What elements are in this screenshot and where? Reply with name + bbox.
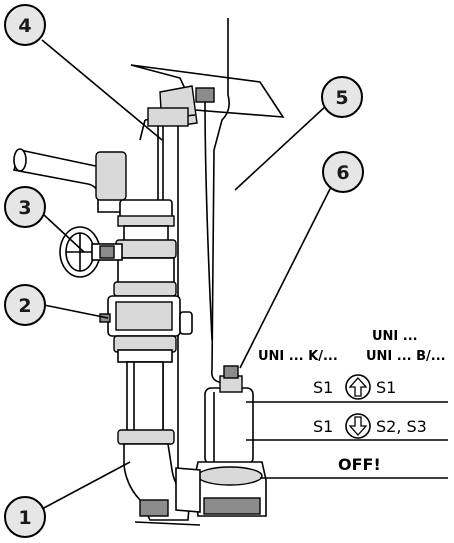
callout-4: 4 <box>4 4 46 46</box>
arrow-up-circle-icon <box>345 374 371 400</box>
s1-on-right-label: S1 <box>376 378 396 397</box>
level-lines <box>246 401 448 479</box>
leader-lines <box>41 39 334 510</box>
duckfoot-bend <box>123 443 201 526</box>
power-cable <box>195 18 231 384</box>
off-label: OFF! <box>338 455 381 474</box>
uni-k-label: UNI ... K/... <box>258 349 338 364</box>
check-valve <box>99 295 193 363</box>
vertical-pipe <box>113 225 177 297</box>
callout-6: 6 <box>322 151 364 193</box>
svg-text:6: 6 <box>336 162 349 184</box>
svg-text:2: 2 <box>18 295 31 317</box>
callout-1: 1 <box>4 496 46 538</box>
discharge-pipe <box>12 148 175 227</box>
s1-off-left-label: S1 <box>313 417 333 436</box>
riser-pipe <box>117 361 175 445</box>
uni-header-label: UNI ... <box>372 329 418 344</box>
arrow-down-circle-icon <box>345 413 371 439</box>
submersible-pump <box>175 365 267 517</box>
s2-s3-label: S2, S3 <box>376 417 427 436</box>
s1-on-left-label: S1 <box>313 378 333 397</box>
callout-2: 2 <box>4 284 46 326</box>
svg-text:3: 3 <box>18 197 31 219</box>
svg-text:5: 5 <box>335 87 348 109</box>
uni-b-label: UNI ... B/... <box>366 349 446 364</box>
svg-text:4: 4 <box>18 15 31 37</box>
gate-valve <box>59 226 123 278</box>
callout-3: 3 <box>4 186 46 228</box>
svg-text:1: 1 <box>18 507 31 529</box>
callout-5: 5 <box>321 76 363 118</box>
